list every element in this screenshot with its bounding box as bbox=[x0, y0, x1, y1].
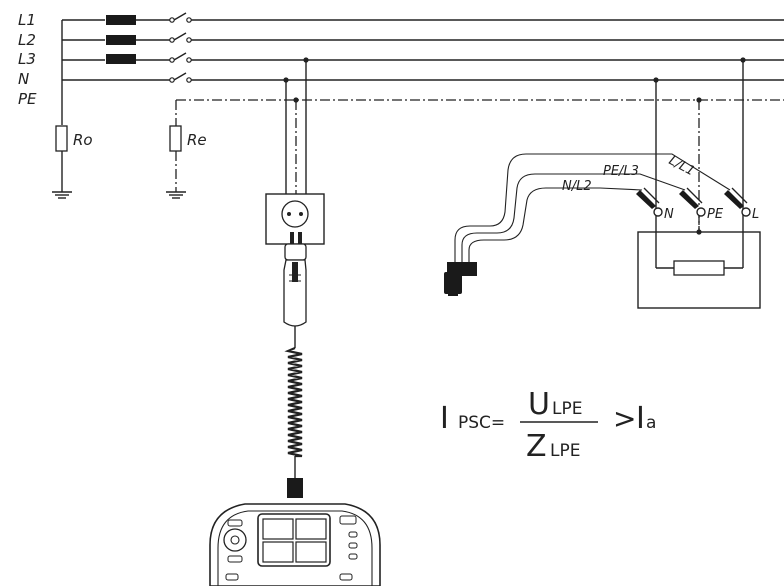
lead-label-n: N/L2 bbox=[562, 179, 592, 194]
terminal-pe bbox=[696, 207, 706, 217]
formula-lhs-main: I bbox=[440, 401, 449, 436]
formula-rhs-op: > bbox=[613, 402, 636, 435]
wall-socket bbox=[265, 193, 325, 245]
ground-symbol-ro bbox=[52, 191, 72, 199]
coiled-cable bbox=[284, 346, 303, 478]
fuse-l1 bbox=[106, 15, 136, 25]
fuse-l2 bbox=[106, 35, 136, 45]
switch-l3 bbox=[169, 52, 192, 63]
plug-adapter bbox=[283, 232, 307, 348]
terminal-n bbox=[653, 207, 663, 217]
resistor-re-label: Re bbox=[187, 131, 207, 149]
load-resistor bbox=[673, 260, 725, 276]
line-label-l2: L2 bbox=[18, 31, 36, 49]
resistor-ro bbox=[55, 125, 68, 152]
formula-rhs-main: I bbox=[636, 401, 645, 436]
line-label-n: N bbox=[18, 70, 29, 88]
resistor-ro-label: Ro bbox=[73, 131, 93, 149]
formula-den-sub: LPE bbox=[550, 441, 580, 461]
ground-symbol-re bbox=[166, 191, 186, 199]
instrument-connector bbox=[287, 478, 303, 498]
line-label-l3: L3 bbox=[18, 50, 36, 68]
terminal-l bbox=[741, 207, 751, 217]
terminal-l-label: L bbox=[752, 207, 759, 222]
instrument-body bbox=[209, 503, 381, 586]
resistor-re bbox=[169, 125, 182, 152]
formula-den-main: Z bbox=[526, 429, 547, 464]
lead-label-pe: PE/L3 bbox=[603, 164, 639, 179]
switch-n bbox=[169, 72, 192, 83]
clip-pe bbox=[679, 187, 703, 209]
terminal-n-label: N bbox=[664, 207, 674, 222]
terminal-pe-label: PE bbox=[707, 207, 724, 222]
line-label-l1: L1 bbox=[18, 11, 36, 29]
line-label-pe: PE bbox=[18, 90, 37, 108]
fuse-l3 bbox=[106, 54, 136, 64]
formula: I PSC= U LPE Z LPE > I a bbox=[440, 387, 656, 464]
formula-lhs-sub: PSC= bbox=[458, 413, 505, 433]
formula-rhs-sub: a bbox=[646, 413, 656, 433]
probe-plug bbox=[444, 262, 477, 296]
load-enclosure bbox=[637, 215, 761, 309]
switch-l1 bbox=[169, 12, 192, 23]
lead-label-l: L/L1 bbox=[666, 153, 697, 179]
probe-leads bbox=[454, 153, 731, 265]
formula-num-main: U bbox=[528, 387, 550, 422]
formula-num-sub: LPE bbox=[552, 399, 582, 419]
clip-n bbox=[636, 187, 660, 209]
clip-l bbox=[724, 187, 748, 209]
switch-l2 bbox=[169, 32, 192, 43]
